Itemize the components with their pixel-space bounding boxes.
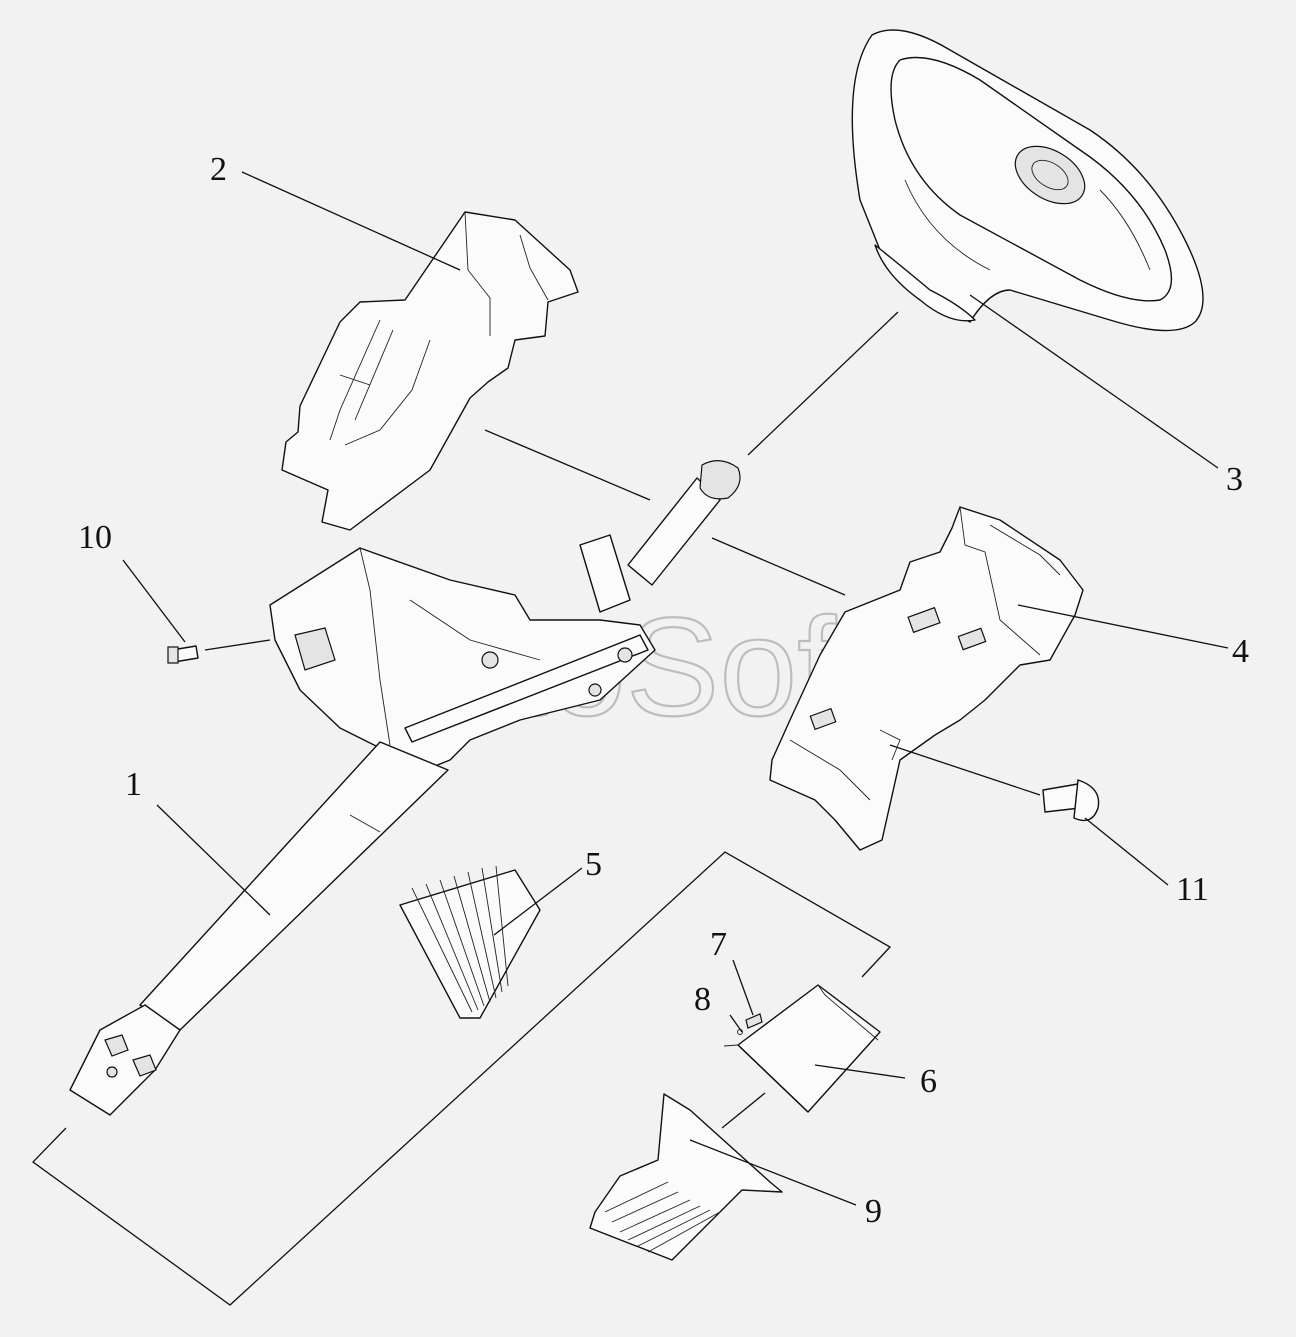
- group-outline: [32, 851, 892, 1306]
- callout-3: 3: [1226, 461, 1243, 498]
- boot-5: [399, 865, 541, 1019]
- screw-7: [745, 1013, 763, 1029]
- leader-lines: [122, 171, 1229, 1206]
- callout-2: 2: [210, 151, 227, 188]
- callout-4: 4: [1232, 633, 1249, 670]
- clip-11: [1042, 779, 1100, 822]
- callout-5: 5: [585, 846, 602, 883]
- upper-shroud: [281, 211, 579, 531]
- callout-labels: 2 3 4 10 1 5 11 7 8 6 9: [78, 151, 1249, 1230]
- callout-11: 11: [1176, 871, 1209, 908]
- steering-column: [69, 460, 741, 1116]
- callout-10: 10: [78, 519, 112, 556]
- steering-wheel: [851, 29, 1204, 332]
- lower-shroud: [769, 506, 1084, 851]
- bolt-10: [167, 645, 199, 664]
- callout-8: 8: [694, 981, 711, 1018]
- callout-7: 7: [710, 926, 727, 963]
- callout-9: 9: [865, 1193, 882, 1230]
- callout-1: 1: [125, 766, 142, 803]
- boot-9: [589, 1093, 783, 1261]
- callout-6: 6: [920, 1063, 937, 1100]
- plate-6: [723, 984, 881, 1113]
